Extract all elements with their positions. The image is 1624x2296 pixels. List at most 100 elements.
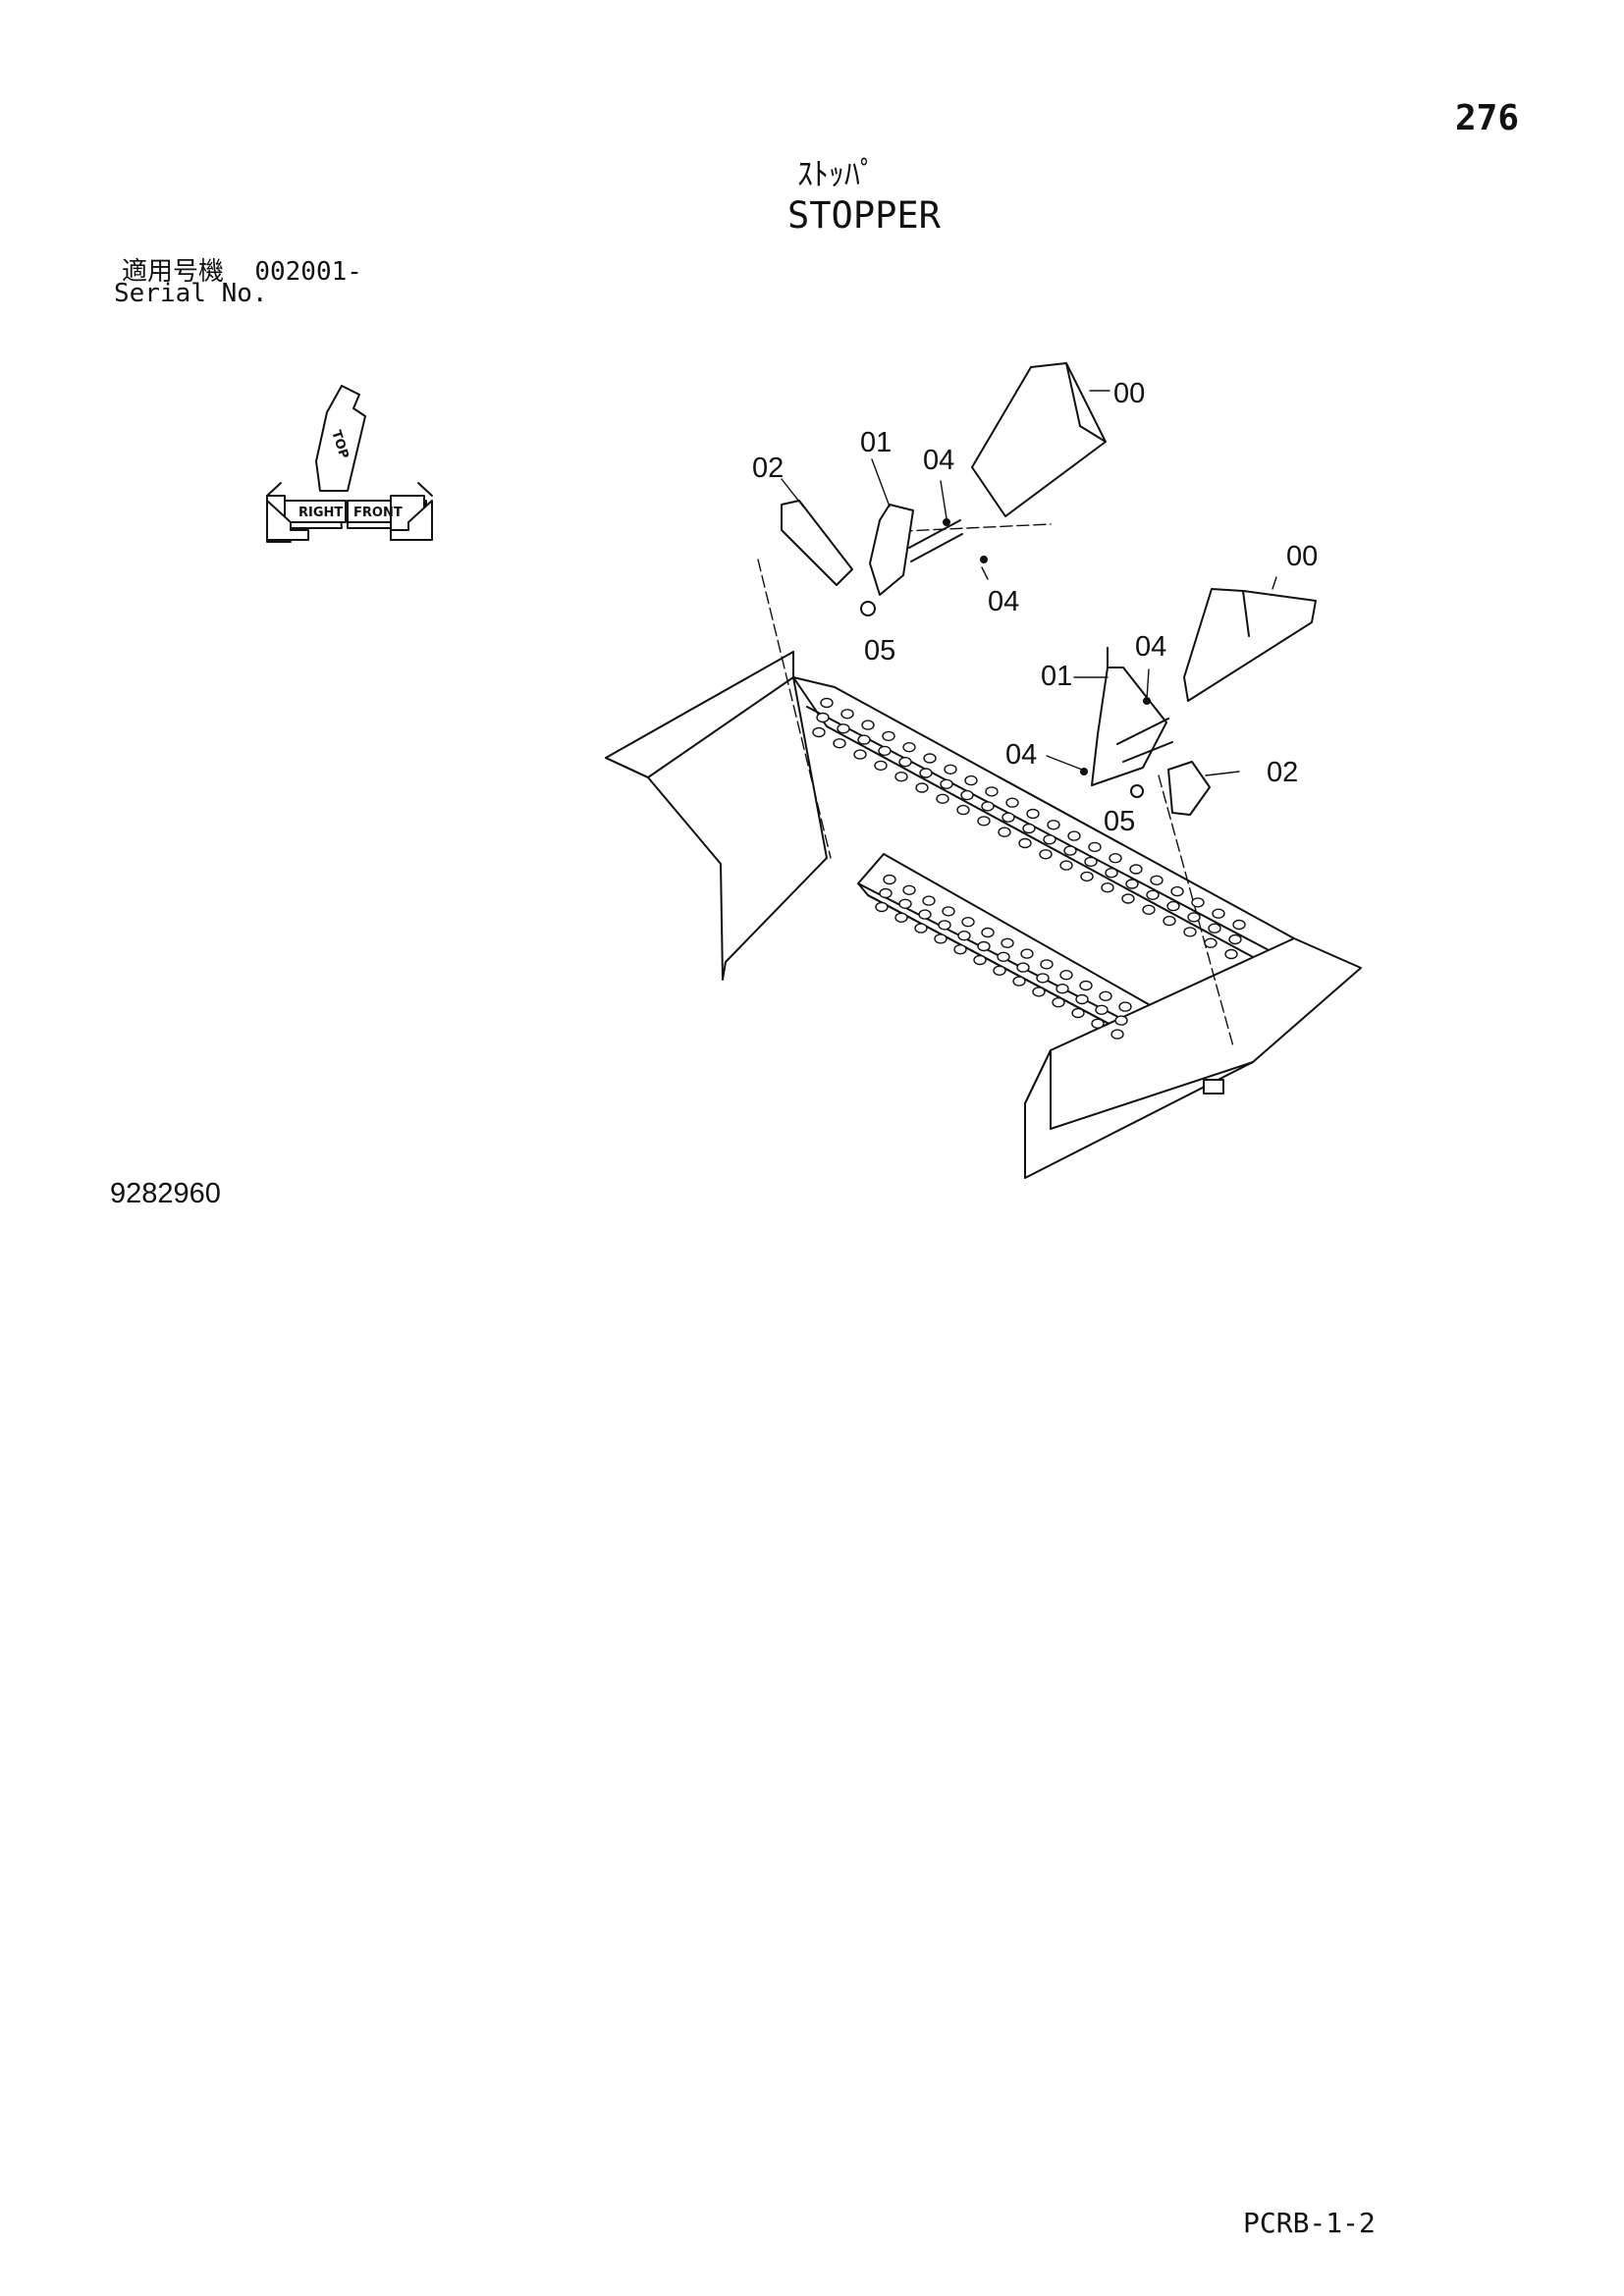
tread-hole [998,827,1011,837]
page-number: 276 [1455,98,1520,138]
tread-hole [1095,1004,1109,1016]
tread-hole [820,697,834,709]
upper-tread-holes [812,697,1246,960]
tread-hole [1056,984,1069,994]
tread-hole [902,742,916,753]
tread-hole [883,874,896,885]
tread-hole [981,927,995,938]
tread-hole [1026,808,1040,820]
stopper-assembly-left [781,362,1107,616]
tread-hole [837,723,850,734]
tread-hole [1001,937,1014,948]
stopper-bracket-02b [1167,761,1211,816]
orientation-top-arrow [315,385,366,492]
leader-lines [781,390,1277,776]
tread-hole [816,712,830,723]
tread-hole [1110,1029,1124,1040]
tread-hole [1101,882,1114,893]
tread-hole [894,772,908,782]
tread-hole [1001,812,1015,823]
footer-code: PCRB-1-2 [1243,2207,1376,2239]
tread-hole [914,923,928,934]
tread-hole [840,709,854,720]
tread-hole [956,804,970,816]
tread-hole [861,720,875,730]
tread-hole [961,917,975,928]
tread-hole [898,757,912,768]
tread-hole [977,816,991,827]
orientation-right-label: RIGHT [298,506,343,520]
drawing-number: 9282960 [110,1178,221,1209]
tread-hole [902,884,916,895]
callout-05-upper: 05 [864,635,895,667]
tread-hole [1224,948,1238,960]
tread-hole [1059,860,1073,871]
tread-hole [882,730,895,742]
orientation-indicator: TOP RIGHT FRONT [266,385,433,543]
tread-hole [1208,923,1221,934]
tread-hole [879,887,893,899]
tread-hole [957,931,971,941]
callout-02-lower: 02 [1267,757,1298,788]
tread-hole [1052,997,1065,1008]
tread-hole [1150,875,1164,885]
tread-hole [953,944,967,955]
tread-hole [923,753,937,764]
tread-hole [1043,834,1056,845]
orientation-front-label: FRONT [353,506,403,520]
serial-value: 002001- [254,257,362,287]
tread-hole [1187,912,1201,923]
tread-hole [1091,1018,1105,1030]
tread-hole [1228,934,1242,945]
stopper-plate-01a [869,504,914,596]
stopper-cover-00b [1183,588,1317,702]
page-title: STOPPER [787,194,941,237]
tread-hole [1063,845,1077,856]
tread-hole [1114,1015,1128,1026]
tread-hole [938,920,951,931]
tread-hole [1079,980,1093,991]
tread-hole [1099,990,1112,1001]
tread-hole [1016,962,1030,973]
tread-hole [875,901,889,913]
tread-hole [922,895,936,906]
mounting-bracket [1203,1079,1224,1095]
tread-hole [1142,904,1156,915]
tread-hole [997,951,1010,962]
tread-hole [1084,856,1098,868]
tread-hole [1036,973,1050,984]
callout-04-upper-b: 04 [988,586,1019,617]
tread-hole [915,782,929,793]
tread-hole [1109,853,1122,864]
stopper-bracket-02a [781,500,853,586]
stopper-assembly-right [1080,588,1317,816]
tread-hole [973,954,987,966]
tread-hole [1039,849,1053,860]
tread-hole [1212,908,1225,919]
tread-hole [1191,897,1205,908]
bolt-05b [1130,784,1144,798]
tread-hole [1105,868,1118,879]
tread-hole [1118,1001,1132,1012]
tread-hole [1020,948,1034,959]
tread-hole [1018,837,1032,849]
tread-hole [1080,871,1094,882]
left-side-plate [605,651,828,981]
tread-hole [1075,993,1089,1005]
serial-label-japanese: 適用号機 [122,257,225,287]
tread-hole [1071,1007,1085,1019]
callout-04-upper-a: 04 [923,445,954,476]
tread-hole [1121,893,1135,904]
tread-hole [960,789,974,801]
tread-hole [944,764,957,774]
tread-hole [1125,879,1139,889]
page-title-japanese: ｽﾄｯﾊﾟ [797,155,877,192]
stopper-plate-01b [1091,667,1167,786]
tread-hole [993,965,1006,976]
tread-hole [964,774,978,786]
tread-hole [1163,915,1176,927]
tread-hole [878,745,892,757]
callout-00-lower: 00 [1286,541,1318,572]
tread-hole [1170,885,1184,897]
